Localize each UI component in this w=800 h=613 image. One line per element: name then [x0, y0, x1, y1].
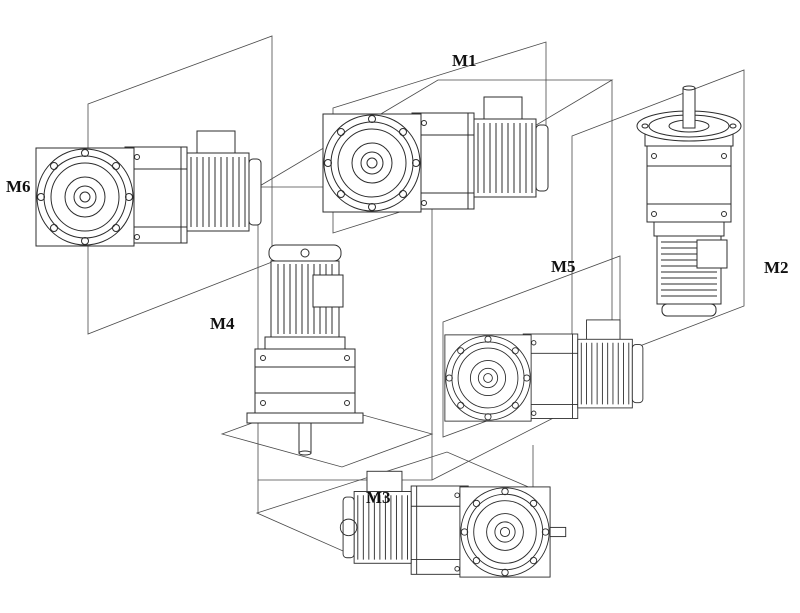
gearmotor-m6-drawing — [36, 131, 261, 246]
label-m3: M3 — [366, 488, 391, 507]
plane-drop-lines — [257, 445, 534, 513]
label-m6: M6 — [6, 177, 31, 196]
label-m2: M2 — [764, 258, 789, 277]
label-m4: M4 — [210, 314, 235, 333]
gearmotor-m4-drawing — [246, 244, 364, 456]
label-m5: M5 — [551, 257, 576, 276]
gearmotor-m2-drawing — [636, 85, 742, 317]
gearmotor-m5-drawing — [445, 320, 643, 421]
label-m1: M1 — [452, 51, 477, 70]
gearmotor-m3-drawing — [339, 471, 567, 577]
gearmotor-m1-drawing — [323, 97, 548, 212]
